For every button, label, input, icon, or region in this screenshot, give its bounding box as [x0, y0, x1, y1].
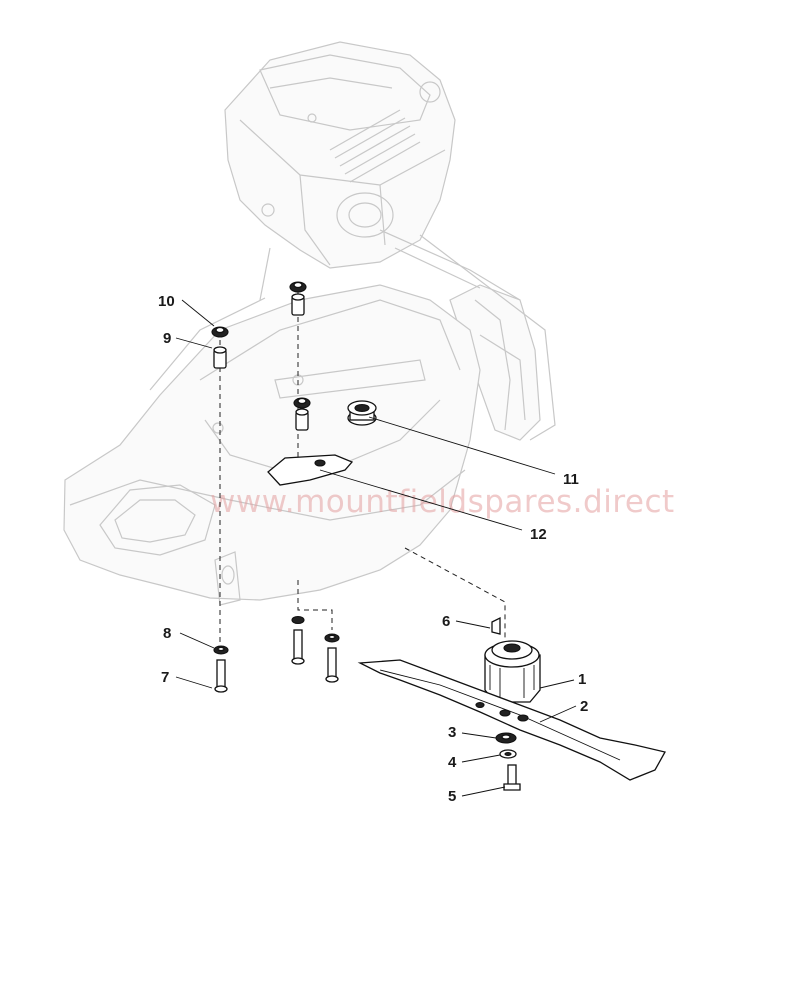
- callout-2: 2: [580, 698, 588, 715]
- part-nut-spacer-upper: [289, 281, 307, 316]
- part-bushing-11: [347, 400, 377, 426]
- part-nut-spacer-lower: [293, 397, 311, 431]
- assembly-guide-lines: [219, 290, 506, 650]
- part-key-6: [491, 616, 501, 635]
- part-blade-2: [357, 659, 666, 781]
- part-bolt-5: [503, 764, 521, 791]
- part-washer-4: [499, 749, 517, 759]
- part-bolt-7: [214, 629, 339, 693]
- part-washer-8: [213, 615, 340, 655]
- callout-4: 4: [448, 754, 457, 771]
- callout-5: 5: [448, 788, 456, 805]
- callout-10: 10: [158, 293, 175, 310]
- callout-8: 8: [163, 625, 171, 642]
- watermark-text: www.mountfieldspares.direct: [210, 484, 675, 520]
- engine-outline: [224, 41, 456, 269]
- part-blade-adapter-1: [484, 640, 541, 703]
- part-nut-10: [211, 326, 229, 338]
- part-plate-12: [267, 454, 354, 486]
- part-washer-3: [495, 732, 517, 744]
- callout-3: 3: [448, 724, 456, 741]
- callout-6: 6: [442, 613, 450, 630]
- callout-9: 9: [163, 330, 171, 347]
- callout-12: 12: [530, 526, 547, 543]
- callout-1: 1: [578, 671, 586, 688]
- handle-bracket-outline: [379, 229, 556, 441]
- leader-lines: [175, 299, 577, 797]
- callout-11: 11: [563, 471, 579, 488]
- callout-7: 7: [161, 669, 169, 686]
- mower-deck-outline: [63, 247, 526, 606]
- part-spacer-9: [213, 346, 227, 369]
